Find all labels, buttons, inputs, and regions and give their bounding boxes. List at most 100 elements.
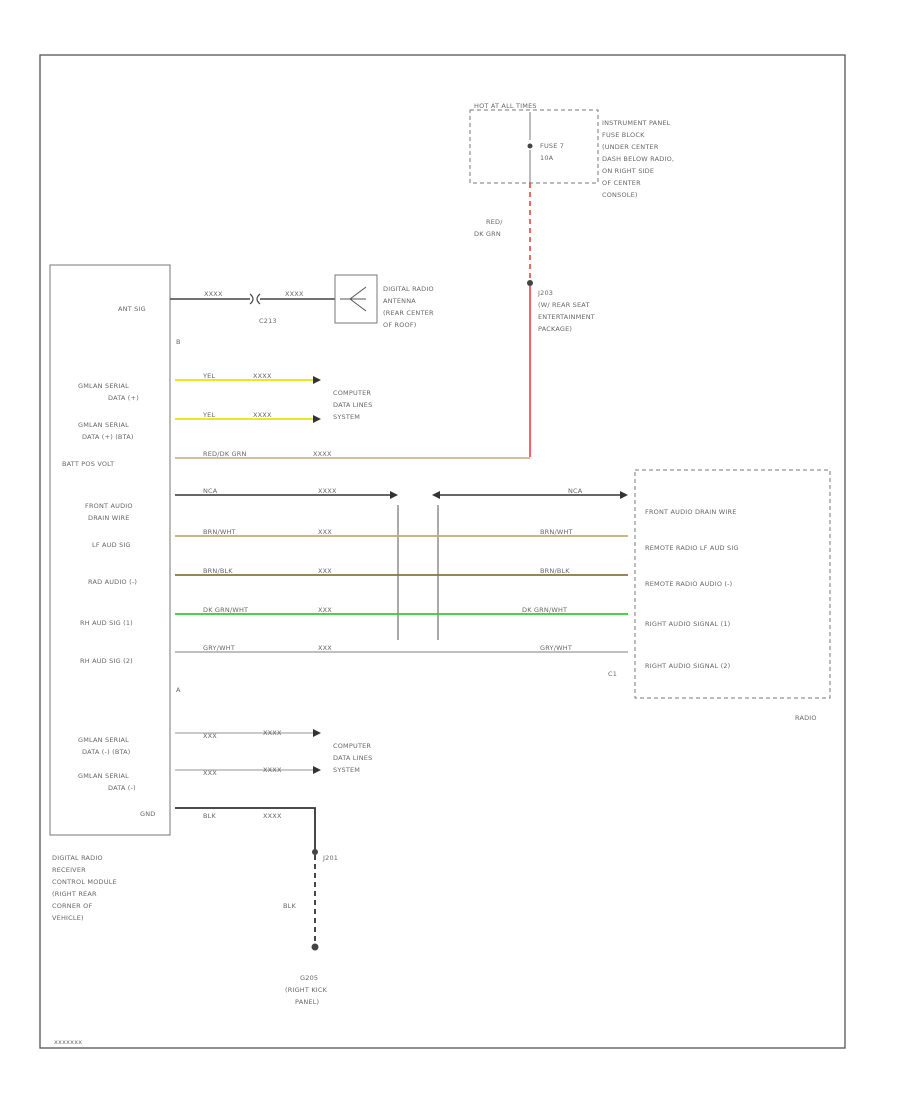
svg-text:RECEIVER: RECEIVER — [52, 866, 86, 874]
batt-wire-circuit: XXXX — [313, 450, 332, 458]
svg-text:COMPUTER: COMPUTER — [333, 389, 371, 397]
serial-wire-1-color: YEL — [202, 372, 215, 380]
radio-pin-5: RIGHT AUDIO SIGNAL (2) — [645, 662, 730, 670]
computer-data-lines-ref-1: COMPUTER DATA LINES SYSTEM — [333, 389, 372, 421]
rh2-wire-color: GRY/WHT — [203, 644, 235, 652]
ground-wire-color-top: BLK — [203, 812, 216, 820]
svg-text:OF ROOF): OF ROOF) — [383, 321, 417, 329]
ground-splice-dot — [312, 849, 318, 855]
rh1-wire-color: DK GRN/WHT — [203, 606, 248, 614]
drain-wire-circuit: XXXX — [318, 487, 337, 495]
computer-data-lines-ref-2: COMPUTER DATA LINES SYSTEM — [333, 742, 372, 774]
svg-text:FRONT AUDIO: FRONT AUDIO — [85, 502, 133, 510]
ground-point — [311, 943, 319, 951]
antenna-box — [334, 274, 378, 324]
pin-batt-pos-volt: BATT POS VOLT — [62, 460, 114, 468]
pin-rh-aud-2: RH AUD SIG (2) — [80, 657, 133, 665]
svg-text:GMLAN SERIAL: GMLAN SERIAL — [78, 772, 129, 780]
pin-serial-data-4: GMLAN SERIAL DATA (-) — [78, 772, 136, 792]
rad-wire-color: BRN/BLK — [203, 567, 233, 575]
svg-text:ANTENNA: ANTENNA — [383, 297, 416, 305]
serial-wire-2-circuit: XXXX — [253, 411, 272, 419]
drain-arrow-right-in — [432, 491, 440, 499]
rh2-wire-circuit: XXX — [318, 644, 332, 652]
serial-wire-4-color: XXX — [203, 769, 217, 777]
svg-text:SYSTEM: SYSTEM — [333, 413, 360, 421]
pin-gnd: GND — [140, 810, 156, 818]
radio-name: RADIO — [795, 714, 817, 722]
splice-name: J203 — [537, 289, 553, 297]
lf-wire-circuit: XXX — [318, 528, 332, 536]
svg-text:PACKAGE): PACKAGE) — [538, 325, 572, 333]
pin-front-drain: FRONT AUDIO DRAIN WIRE — [85, 502, 133, 522]
drain-arrow-radio — [620, 491, 628, 499]
ground-location: (RIGHT KICK PANEL) — [285, 986, 328, 1006]
ground-wire-circuit: XXXX — [263, 812, 282, 820]
drain-arrow-left — [390, 491, 398, 499]
drain-wire-color-right: NCA — [568, 487, 583, 495]
svg-text:DRAIN WIRE: DRAIN WIRE — [88, 514, 130, 522]
radio-pin-1: FRONT AUDIO DRAIN WIRE — [645, 508, 737, 516]
svg-text:(RIGHT KICK: (RIGHT KICK — [285, 986, 328, 994]
svg-text:DIGITAL RADIO: DIGITAL RADIO — [52, 854, 103, 862]
pin-rh-aud-1: RH AUD SIG (1) — [80, 619, 133, 627]
svg-text:GMLAN SERIAL: GMLAN SERIAL — [78, 421, 129, 429]
supply-wire-color-1: RED/ — [486, 218, 503, 226]
serial-wire-2-color: YEL — [202, 411, 215, 419]
rh2-wire-color-right: GRY/WHT — [540, 644, 572, 652]
antenna-connector: C213 — [259, 317, 277, 325]
rad-wire-color-right: BRN/BLK — [540, 567, 570, 575]
lf-wire-color-right: BRN/WHT — [540, 528, 573, 536]
batt-wire-color: RED/DK GRN — [203, 450, 247, 458]
svg-text:(REAR CENTER: (REAR CENTER — [383, 309, 434, 317]
fuse-block-outline — [469, 109, 599, 184]
svg-text:CONTROL MODULE: CONTROL MODULE — [52, 878, 117, 886]
fuse-terminal — [527, 143, 533, 149]
svg-text:FUSE BLOCK: FUSE BLOCK — [602, 131, 645, 139]
radio-pin-2: REMOTE RADIO LF AUD SIG — [645, 544, 739, 552]
svg-text:GMLAN SERIAL: GMLAN SERIAL — [78, 382, 129, 390]
lf-wire-color: BRN/WHT — [203, 528, 236, 536]
antenna-label: DIGITAL RADIO ANTENNA (REAR CENTER OF RO… — [383, 285, 434, 329]
connector-a: A — [176, 686, 181, 694]
svg-text:GMLAN SERIAL: GMLAN SERIAL — [78, 736, 129, 744]
svg-text:DATA LINES: DATA LINES — [333, 754, 372, 762]
receiver-module-box — [49, 264, 171, 836]
svg-text:OF CENTER: OF CENTER — [602, 179, 641, 187]
svg-text:ENTERTAINMENT: ENTERTAINMENT — [538, 313, 595, 321]
svg-text:ON RIGHT SIDE: ON RIGHT SIDE — [602, 167, 654, 175]
svg-text:DATA LINES: DATA LINES — [333, 401, 372, 409]
splice-notes: (W/ REAR SEAT ENTERTAINMENT PACKAGE) — [538, 301, 595, 333]
svg-text:DASH BELOW RADIO,: DASH BELOW RADIO, — [602, 155, 674, 163]
svg-text:VEHICLE): VEHICLE) — [52, 914, 84, 922]
ground-wire-color: BLK — [283, 902, 296, 910]
module-label: DIGITAL RADIO RECEIVER CONTROL MODULE (R… — [52, 854, 117, 922]
radio-outline — [634, 469, 831, 699]
svg-text:DIGITAL RADIO: DIGITAL RADIO — [383, 285, 434, 293]
radio-pin-4: RIGHT AUDIO SIGNAL (1) — [645, 620, 730, 628]
pin-serial-data-3: GMLAN SERIAL DATA (-) (BTA) — [78, 736, 130, 756]
rh1-wire-circuit: XXX — [318, 606, 332, 614]
ground-splice: J201 — [322, 854, 338, 862]
fuse-block-location: INSTRUMENT PANEL FUSE BLOCK (UNDER CENTE… — [602, 119, 674, 199]
svg-text:INSTRUMENT PANEL: INSTRUMENT PANEL — [602, 119, 671, 127]
svg-text:DATA (-): DATA (-) — [108, 784, 136, 792]
serial-arrow-3 — [313, 729, 321, 737]
antenna-wire-left: XXXX — [204, 290, 223, 298]
svg-text:(RIGHT REAR: (RIGHT REAR — [52, 890, 97, 898]
diagram-id: xxxxxxx — [54, 1038, 82, 1046]
serial-wire-3-color: XXX — [203, 732, 217, 740]
serial-arrow-2 — [313, 415, 321, 423]
antenna-wire-right: XXXX — [285, 290, 304, 298]
svg-text:CONSOLE): CONSOLE) — [602, 191, 638, 199]
ground-name: G205 — [300, 974, 318, 982]
supply-wire-color-2: DK GRN — [474, 230, 501, 238]
pin-serial-data-2: GMLAN SERIAL DATA (+) (BTA) — [78, 421, 134, 441]
svg-text:(UNDER CENTER: (UNDER CENTER — [602, 143, 659, 151]
serial-arrow-1 — [313, 376, 321, 384]
serial-wire-1-circuit: XXXX — [253, 372, 272, 380]
hot-at-all-times-label: HOT AT ALL TIMES — [474, 102, 537, 110]
svg-text:DATA (+) (BTA): DATA (+) (BTA) — [82, 433, 134, 441]
antenna-feed — [170, 293, 335, 305]
